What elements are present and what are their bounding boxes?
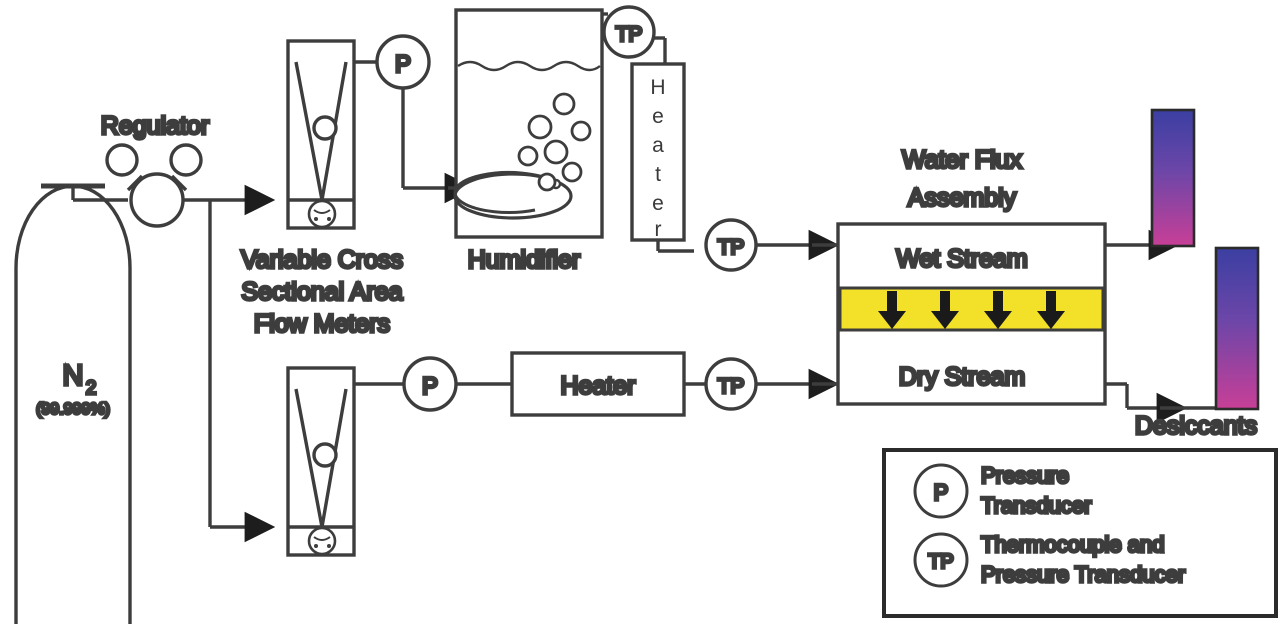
flow-meter-top (286, 39, 378, 230)
dry-stream-label: Dry Stream (899, 363, 1025, 391)
cylinder-label: N (63, 360, 84, 392)
regulator-assembly (105, 143, 203, 228)
svg-text:e: e (652, 192, 664, 215)
pressure-transducer-top-symbol: P (395, 51, 411, 78)
water-flux-assembly-title: Water Flux Assembly (900, 144, 1024, 213)
tp-humidifier-outlet (602, 5, 667, 64)
tp-humidifier-outlet-symbol: TP (616, 23, 643, 46)
dry-stream-outlet-line (1105, 382, 1216, 424)
flow-meters-label: Variable Cross Sectional Area Flow Meter… (239, 244, 405, 339)
heater-vertical-label: H e a t e r (650, 76, 665, 241)
legend-box (882, 448, 1278, 618)
svg-text:r: r (655, 218, 662, 241)
svg-text:t: t (655, 163, 661, 186)
regulator-label: Regulator (101, 112, 209, 140)
humidifier-bubbles (517, 92, 592, 192)
heater-vertical (630, 62, 694, 253)
svg-text:e: e (652, 105, 664, 128)
svg-text:Pressure: Pressure (981, 463, 1069, 488)
desiccant-upper (1150, 108, 1196, 248)
gas-supply-line (183, 184, 276, 543)
legend-item-pressure-transducer: P Pressure Transducer (932, 461, 1093, 519)
legend-item-thermocouple-pressure-transducer: TP Thermocouple and Pressure Transducer (927, 530, 1187, 588)
water-flux-assembly (836, 222, 1107, 406)
heater-horizontal-label: Heater (560, 372, 635, 400)
svg-text:Flow Meters: Flow Meters (254, 310, 390, 338)
pressure-transducer-bottom-symbol: P (422, 373, 438, 400)
membrane-flux-arrows (878, 291, 1065, 329)
svg-text:Assembly: Assembly (908, 184, 1017, 212)
nitrogen-cylinder (14, 183, 132, 624)
heater-horizontal (510, 351, 706, 417)
pressure-transducer-top (375, 34, 476, 204)
svg-text:TP: TP (928, 551, 954, 573)
wet-stream-label: Wet Stream (896, 245, 1028, 273)
flow-meter-bottom (286, 366, 404, 557)
tp-dry-stream-inlet (704, 357, 840, 411)
humidifier-label: Humidifier (468, 246, 581, 274)
svg-text:a: a (652, 134, 664, 157)
humidifier-vessel (448, 8, 604, 239)
tp-dry-stream-inlet-symbol: TP (718, 375, 745, 398)
pressure-transducer-bottom (402, 356, 512, 412)
tp-wet-stream-inlet-symbol: TP (718, 236, 745, 259)
svg-text:Water Flux: Water Flux (902, 146, 1022, 174)
svg-text:H: H (650, 76, 665, 99)
desiccants-label: Desiccants (1135, 412, 1257, 440)
svg-text:Thermocouple and: Thermocouple and (981, 532, 1164, 557)
svg-text:P: P (934, 480, 949, 505)
cylinder-purity: (99.999%) (36, 401, 110, 418)
desiccant-lower (1214, 246, 1260, 411)
svg-text:Transducer: Transducer (981, 493, 1091, 518)
svg-text:Sectional Area: Sectional Area (241, 278, 402, 306)
tp-wet-stream-inlet (704, 218, 840, 272)
cylinder-label-subscript: 2 (86, 378, 97, 399)
svg-text:Variable Cross: Variable Cross (241, 246, 403, 274)
svg-text:Pressure Transducer: Pressure Transducer (981, 562, 1185, 587)
